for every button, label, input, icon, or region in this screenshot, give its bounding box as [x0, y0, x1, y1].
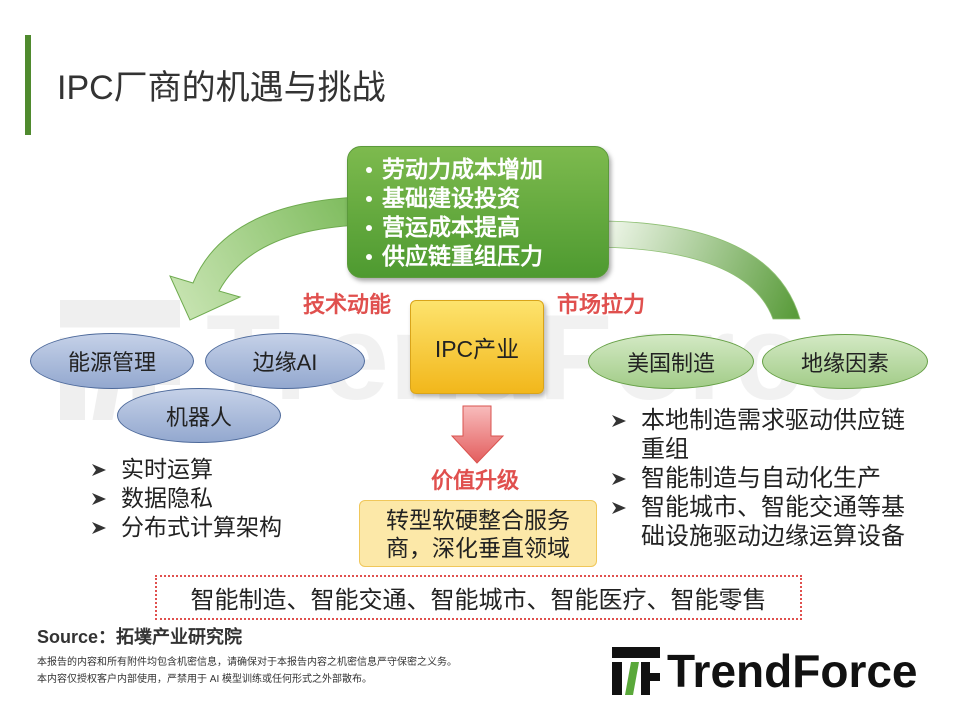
- driver-item-label: 营运成本提高: [382, 214, 520, 240]
- market-bullet-list: 本地制造需求驱动供应链重组 智能制造与自动化生产 智能城市、智能交通等基础设施驱…: [612, 406, 917, 551]
- applications-text: 智能制造、智能交通、智能城市、智能医疗、智能零售: [190, 587, 767, 614]
- topic-edge-ai: 边缘AI: [205, 333, 365, 389]
- list-item: 数据隐私: [92, 484, 282, 513]
- arrow-bullet-icon: [92, 463, 106, 476]
- applications-box: 智能制造、智能交通、智能城市、智能医疗、智能零售: [155, 575, 802, 620]
- list-item: 实时运算: [92, 455, 282, 484]
- topic-label: 机器人: [165, 404, 232, 430]
- disclaimer-line: 本内容仅授权客户内部使用，严禁用于 AI 模型训练或任何形式之外部散布。: [37, 674, 373, 685]
- source-note: Source：拓墣产业研究院: [37, 627, 243, 647]
- trendforce-logo-icon: [612, 647, 660, 695]
- arrow-bullet-icon: [612, 501, 626, 514]
- list-item-label: 实时运算: [121, 456, 213, 482]
- tech-momentum-label: 技术动能: [303, 292, 392, 317]
- topic-made-in-usa: 美国制造: [588, 334, 754, 389]
- list-item-label: 智能制造与自动化生产: [641, 465, 881, 492]
- bullet-dot-icon: [366, 195, 372, 202]
- list-item: 分布式计算架构: [92, 513, 282, 542]
- ipc-industry-label: IPC产业: [434, 336, 520, 362]
- cost-drivers-list: 劳动力成本增加 基础建设投资 营运成本提高 供应链重组压力: [366, 155, 543, 271]
- driver-item: 基础建设投资: [366, 184, 543, 213]
- list-item: 智能城市、智能交通等基础设施驱动边缘运算设备: [612, 493, 917, 551]
- cost-drivers-box: 劳动力成本增加 基础建设投资 营运成本提高 供应链重组压力: [347, 146, 609, 278]
- title-accent-bar: [25, 35, 31, 135]
- list-item-label: 智能城市、智能交通等基础设施驱动边缘运算设备: [641, 494, 905, 550]
- outcome-text: 转型软硬整合服务商，深化垂直领域: [386, 506, 570, 561]
- logo-text: TrendForce: [667, 645, 918, 697]
- arrow-bullet-icon: [92, 521, 106, 534]
- driver-item-label: 供应链重组压力: [382, 243, 543, 269]
- topic-label: 美国制造: [626, 350, 715, 376]
- bullet-dot-icon: [366, 166, 372, 173]
- topic-geopolitics: 地缘因素: [762, 334, 928, 389]
- arrow-bullet-icon: [92, 492, 106, 505]
- topic-label: 能源管理: [67, 350, 156, 375]
- driver-item-label: 劳动力成本增加: [382, 156, 543, 182]
- down-arrow-icon: [450, 405, 505, 464]
- market-pull-label: 市场拉力: [557, 292, 646, 317]
- driver-item: 营运成本提高: [366, 213, 543, 242]
- topic-energy-management: 能源管理: [30, 333, 194, 389]
- trendforce-logo: TrendForce: [612, 646, 932, 696]
- bullet-dot-icon: [366, 253, 372, 260]
- disclaimer: 本报告的内容和所有附件均包含机密信息，请确保对于本报告内容之机密信息严守保密之义…: [37, 654, 457, 688]
- disclaimer-line: 本报告的内容和所有附件均包含机密信息，请确保对于本报告内容之机密信息严守保密之义…: [37, 657, 457, 668]
- slide-title: IPC厂商的机遇与挑战: [57, 69, 386, 107]
- list-item-label: 分布式计算架构: [121, 514, 282, 540]
- topic-robotics: 机器人: [117, 388, 281, 443]
- ipc-industry-box: IPC产业: [410, 300, 544, 394]
- tech-bullet-list: 实时运算 数据隐私 分布式计算架构: [92, 455, 282, 542]
- list-item: 本地制造需求驱动供应链重组: [612, 406, 917, 464]
- driver-item: 劳动力成本增加: [366, 155, 543, 184]
- driver-item-label: 基础建设投资: [382, 185, 520, 211]
- topic-label: 边缘AI: [252, 350, 318, 375]
- bullet-dot-icon: [366, 224, 372, 231]
- arrow-bullet-icon: [612, 472, 626, 485]
- list-item-label: 数据隐私: [121, 485, 213, 511]
- arrow-bullet-icon: [612, 414, 626, 427]
- list-item: 智能制造与自动化生产: [612, 464, 917, 493]
- driver-item: 供应链重组压力: [366, 242, 543, 271]
- topic-label: 地缘因素: [800, 350, 889, 376]
- value-upgrade-label: 价值升级: [431, 468, 520, 493]
- list-item-label: 本地制造需求驱动供应链重组: [641, 407, 905, 463]
- outcome-box: 转型软硬整合服务商，深化垂直领域: [359, 500, 597, 567]
